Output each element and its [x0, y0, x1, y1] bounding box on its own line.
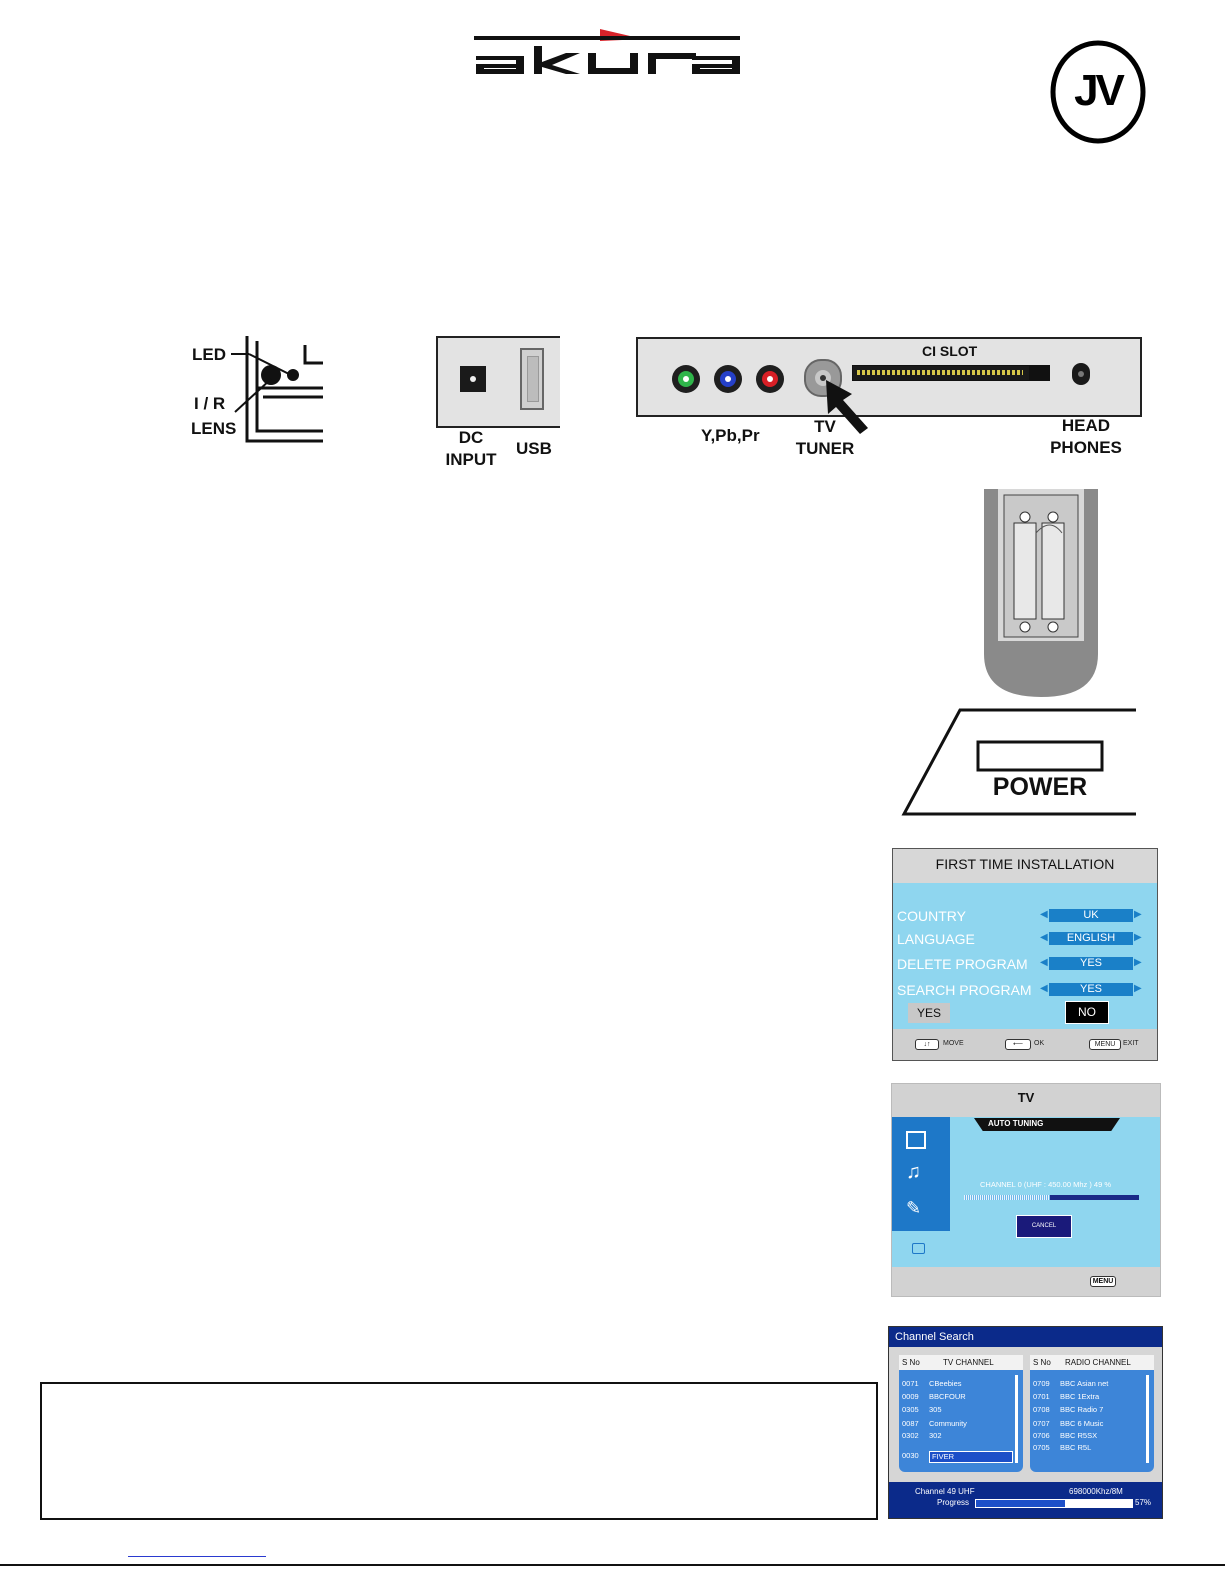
fti-value-delete-program[interactable]: ◀ YES ▶ — [1040, 957, 1142, 970]
ir-label: I / R — [194, 394, 226, 413]
power-label: POWER — [992, 773, 1088, 801]
search-progress-bar — [975, 1499, 1133, 1508]
progress-label: Progress — [937, 1498, 970, 1507]
tv-tuner-label: TV TUNER — [795, 417, 855, 458]
remote-battery-compartment — [984, 489, 1098, 699]
fti-yes-button[interactable]: YES — [908, 1003, 950, 1023]
tv-sidebar: ♫ ✎ — [892, 1117, 950, 1267]
right-arrow-icon: ▶ — [1134, 909, 1142, 920]
note-box — [40, 1382, 878, 1520]
right-arrow-icon: ▶ — [1134, 957, 1142, 968]
tv-menu-key: MENU — [1090, 1276, 1116, 1287]
headphone-jack — [1072, 363, 1090, 385]
channel-info: Channel 49 UHF — [915, 1487, 975, 1496]
tuner-arrow-icon — [818, 376, 870, 436]
tv-icon[interactable] — [892, 1231, 950, 1267]
usb-label: USB — [516, 439, 552, 458]
frequency: 698000Khz/8M — [1069, 1487, 1123, 1496]
power-button-diagram — [900, 706, 1140, 816]
dc-input-label: DC INPUT — [445, 428, 497, 469]
search-progress-fill — [976, 1500, 1065, 1507]
left-arrow-icon: ◀ — [1040, 932, 1048, 943]
tv-list-scrollbar[interactable] — [1015, 1375, 1018, 1463]
fti-value-country[interactable]: ◀ UK ▶ — [1040, 909, 1142, 922]
brand-logo: akura — [470, 26, 742, 80]
fti-row-label: SEARCH PROGRAM — [897, 982, 1032, 998]
left-arrow-icon: ◀ — [1040, 909, 1048, 920]
y-jack — [672, 365, 700, 393]
ci-slot-label: CI SLOT — [922, 343, 978, 359]
fti-row-label: LANGUAGE — [897, 931, 975, 947]
picture-icon[interactable] — [906, 1131, 926, 1149]
jv-badge: JV — [1049, 40, 1147, 144]
cancel-button[interactable]: CANCEL — [1016, 1215, 1072, 1238]
settings-icon[interactable]: ✎ — [906, 1198, 922, 1218]
fti-title: FIRST TIME INSTALLATION — [893, 849, 1157, 883]
move-key: ↓↑ — [915, 1039, 939, 1050]
menu-key: MENU — [1089, 1039, 1121, 1050]
rear-panel-diagram: CI SLOT — [636, 337, 1142, 417]
fti-row-label: DELETE PROGRAM — [897, 956, 1028, 972]
usb-port — [520, 348, 544, 410]
auto-tuning-tab: AUTO TUNING — [974, 1118, 1120, 1131]
fti-no-button[interactable]: NO — [1065, 1001, 1109, 1024]
component-label: Y,Pb,Pr — [701, 426, 760, 445]
headphones-label: HEAD PHONES — [1050, 416, 1122, 457]
tuning-status: CHANNEL 0 (UHF : 450.00 Mhz ) 49 % — [980, 1180, 1112, 1189]
tuning-progress-bar — [964, 1195, 1139, 1200]
pb-jack — [714, 365, 742, 393]
pr-jack — [756, 365, 784, 393]
fti-value-language[interactable]: ◀ ENGLISH ▶ — [1040, 932, 1142, 945]
fti-value-search-program[interactable]: ◀ YES ▶ — [1040, 983, 1142, 996]
enter-key-icon: ⟵ — [1005, 1039, 1031, 1050]
side-panel-diagram — [436, 336, 560, 428]
footer-divider — [0, 1564, 1225, 1566]
radio-list-scrollbar[interactable] — [1146, 1375, 1149, 1463]
fti-row-label: COUNTRY — [897, 908, 966, 924]
fti-footer: ↓↑ MOVE ⟵ OK MENU EXIT — [893, 1029, 1157, 1060]
dc-input-port — [460, 366, 486, 392]
music-icon[interactable]: ♫ — [906, 1161, 921, 1183]
right-arrow-icon: ▶ — [1134, 983, 1142, 994]
tuning-progress-fill — [964, 1195, 1050, 1200]
first-time-installation-screen: FIRST TIME INSTALLATION COUNTRY LANGUAGE… — [892, 848, 1158, 1061]
lens-label: LENS — [191, 419, 237, 438]
left-arrow-icon: ◀ — [1040, 957, 1048, 968]
right-arrow-icon: ▶ — [1134, 932, 1142, 943]
channel-search-title: Channel Search — [895, 1331, 974, 1343]
front-panel-diagram — [185, 333, 330, 448]
led-label: LED — [192, 345, 226, 364]
footer-link-underline[interactable] — [128, 1556, 266, 1557]
left-arrow-icon: ◀ — [1040, 983, 1048, 994]
tv-title: TV — [892, 1084, 1160, 1117]
tv-footer: MENU — [892, 1267, 1160, 1296]
ci-slot — [852, 365, 1030, 381]
progress-value: 57% — [1135, 1498, 1152, 1507]
tv-auto-tuning-screen: TV ♫ ✎ AUTO TUNING CHANNEL 0 (UHF : 450.… — [891, 1083, 1161, 1297]
